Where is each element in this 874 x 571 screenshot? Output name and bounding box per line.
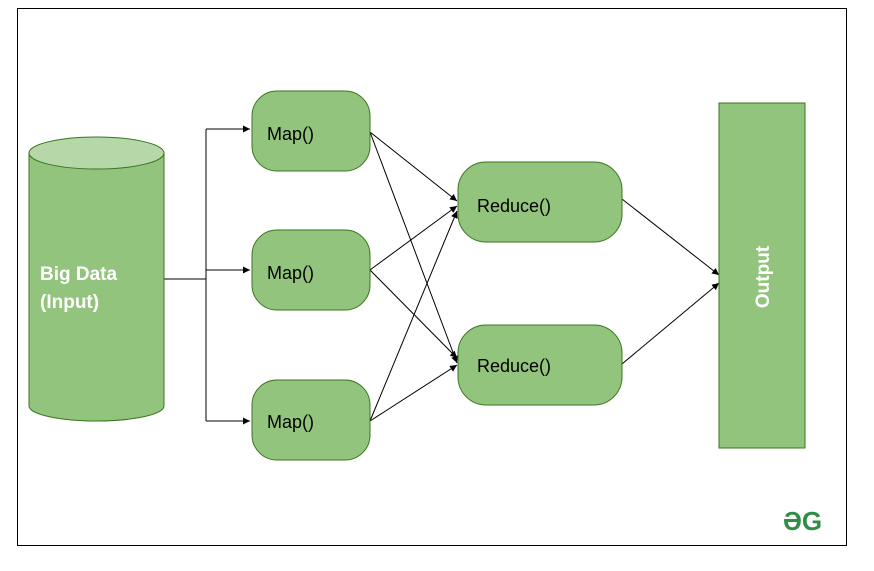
map-node-1: Map() xyxy=(251,90,371,172)
map-node-2-shape xyxy=(251,229,371,311)
edge-map2-reduce2 xyxy=(369,269,458,359)
edge-reduce1-output xyxy=(621,198,720,276)
reduce-node-2-label: Reduce() xyxy=(477,356,551,376)
output-node: Output xyxy=(718,102,806,449)
map-node-3-label: Map() xyxy=(267,412,314,432)
map-node-3: Map() xyxy=(251,379,371,461)
map-node-3-shape xyxy=(251,379,371,461)
reduce-node-1: Reduce() xyxy=(457,161,623,243)
edge-map1-reduce1 xyxy=(369,131,458,202)
reduce-node-1-shape xyxy=(457,161,623,243)
input-cylinder-body xyxy=(28,152,165,422)
input-node: Big Data (Input) xyxy=(28,136,165,422)
edges xyxy=(164,125,720,425)
input-cylinder-top xyxy=(28,136,165,170)
edge-map3-reduce2 xyxy=(369,364,458,422)
input-label-line2: (Input) xyxy=(40,292,99,313)
map-node-1-shape xyxy=(251,90,371,172)
output-node-shape xyxy=(718,102,806,449)
reduce-node-2-shape xyxy=(457,324,623,406)
reduce-node-1-label: Reduce() xyxy=(477,196,551,216)
edge-map2-reduce1 xyxy=(369,205,458,271)
edge-map1-reduce2 xyxy=(369,131,458,364)
edge-map3-reduce1 xyxy=(369,210,458,422)
input-label-line1: Big Data xyxy=(40,264,118,285)
map-node-2: Map() xyxy=(251,229,371,311)
map-node-2-label: Map() xyxy=(267,263,314,283)
map-node-1-label: Map() xyxy=(267,124,314,144)
output-label: Output xyxy=(753,245,774,308)
geeksforgeeks-logo-icon: ƏG xyxy=(783,506,822,536)
reduce-node-2: Reduce() xyxy=(457,324,623,406)
edge-reduce2-output xyxy=(621,282,720,365)
